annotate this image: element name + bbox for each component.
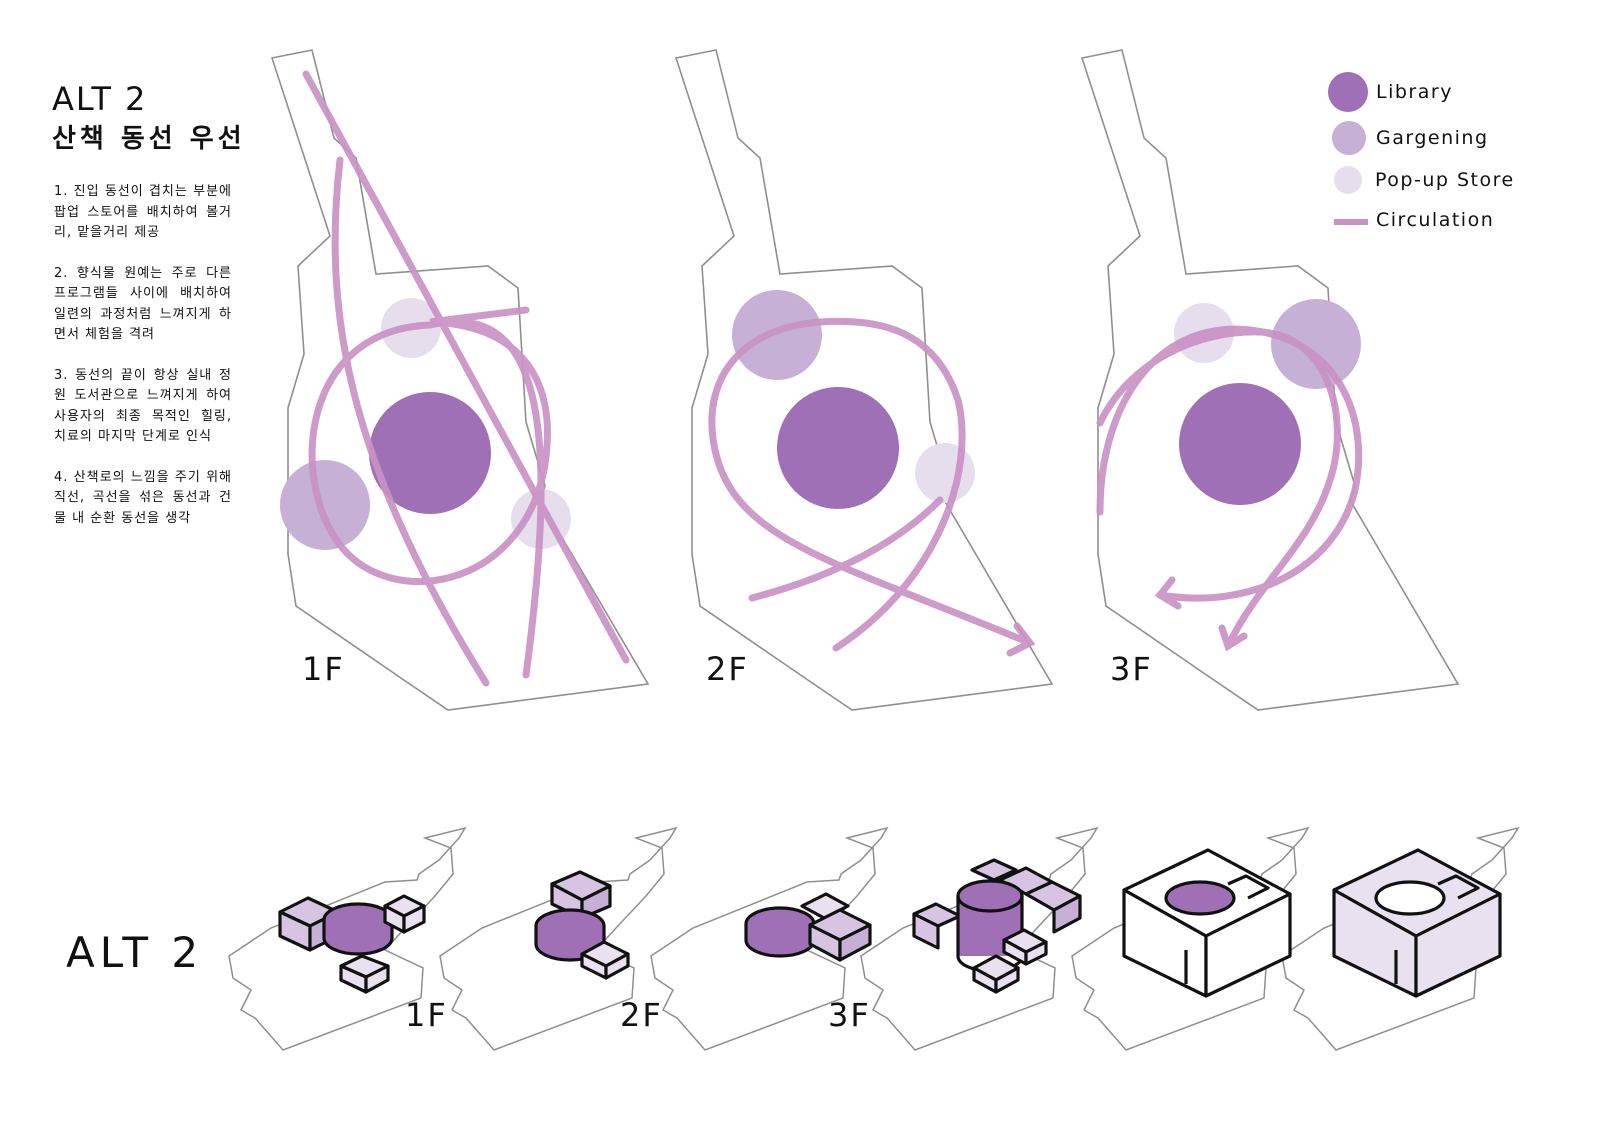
plan-2f-label: 2F	[706, 650, 749, 688]
axon-envelope-purple	[1332, 848, 1502, 998]
axon-stack	[912, 858, 1082, 994]
legend-circulation-label: Circulation	[1376, 209, 1495, 231]
legend-popup-swatch	[1334, 166, 1362, 194]
note-2: 2. 향식물 원예는 주로 다른 프로그램들 사이에 배치하여 일련의 과정처럼…	[54, 265, 232, 343]
plan-3f-programs	[1096, 299, 1363, 652]
library-3f	[1179, 383, 1301, 505]
axon-1f	[278, 894, 426, 994]
note-1: 1. 진입 동선이 겹치는 부분에 팝업 스토어를 배치하여 볼거리, 맡을거리…	[54, 184, 232, 240]
legend-library-swatch	[1328, 72, 1368, 112]
note-3: 3. 동선의 끝이 항상 실내 정원 도서관으로 느껴지게 하여 사용자의 최종…	[54, 367, 232, 445]
axon-title: ALT 2	[66, 928, 204, 977]
gardening-3f	[1271, 299, 1361, 389]
alt-title: ALT 2	[52, 80, 148, 118]
circulation-1f	[302, 70, 630, 687]
axon-3f	[744, 892, 872, 962]
notes-list: 1. 진입 동선이 겹치는 부분에 팝업 스토어를 배치하여 볼거리, 맡을거리…	[54, 182, 232, 549]
plan-2f-programs	[708, 290, 1036, 657]
axon-1f-label: 1F	[405, 996, 448, 1034]
circulation-3f	[1096, 325, 1363, 652]
legend-gardening-label: Gargening	[1376, 127, 1489, 149]
axon-envelope-white	[1122, 848, 1292, 998]
axon-3f-label: 3F	[828, 996, 871, 1034]
axon-2f-label: 2F	[620, 996, 663, 1034]
plan-1f-label: 1F	[302, 650, 345, 688]
legend-gardening-swatch	[1332, 121, 1366, 155]
plan-3f-label: 3F	[1110, 650, 1153, 688]
library-2f	[777, 387, 899, 509]
alt-subtitle: 산책 동선 우선	[52, 124, 246, 154]
circulation-2f	[708, 317, 1036, 657]
legend	[1328, 72, 1368, 225]
axon-2f	[534, 870, 630, 980]
library-1f	[369, 392, 491, 514]
note-4: 4. 산책로의 느낌을 주기 위해 직선, 곡선을 섞은 동선과 건물 내 순환…	[54, 469, 232, 526]
popup-2f	[915, 443, 975, 503]
gardening-1f	[280, 460, 370, 550]
plan-1f-programs	[280, 70, 630, 687]
plan-2f	[675, 49, 1053, 711]
legend-library-label: Library	[1376, 81, 1453, 103]
gardening-2f	[732, 290, 822, 380]
axon-models	[278, 848, 1502, 998]
legend-popup-label: Pop-up Store	[1375, 169, 1515, 191]
